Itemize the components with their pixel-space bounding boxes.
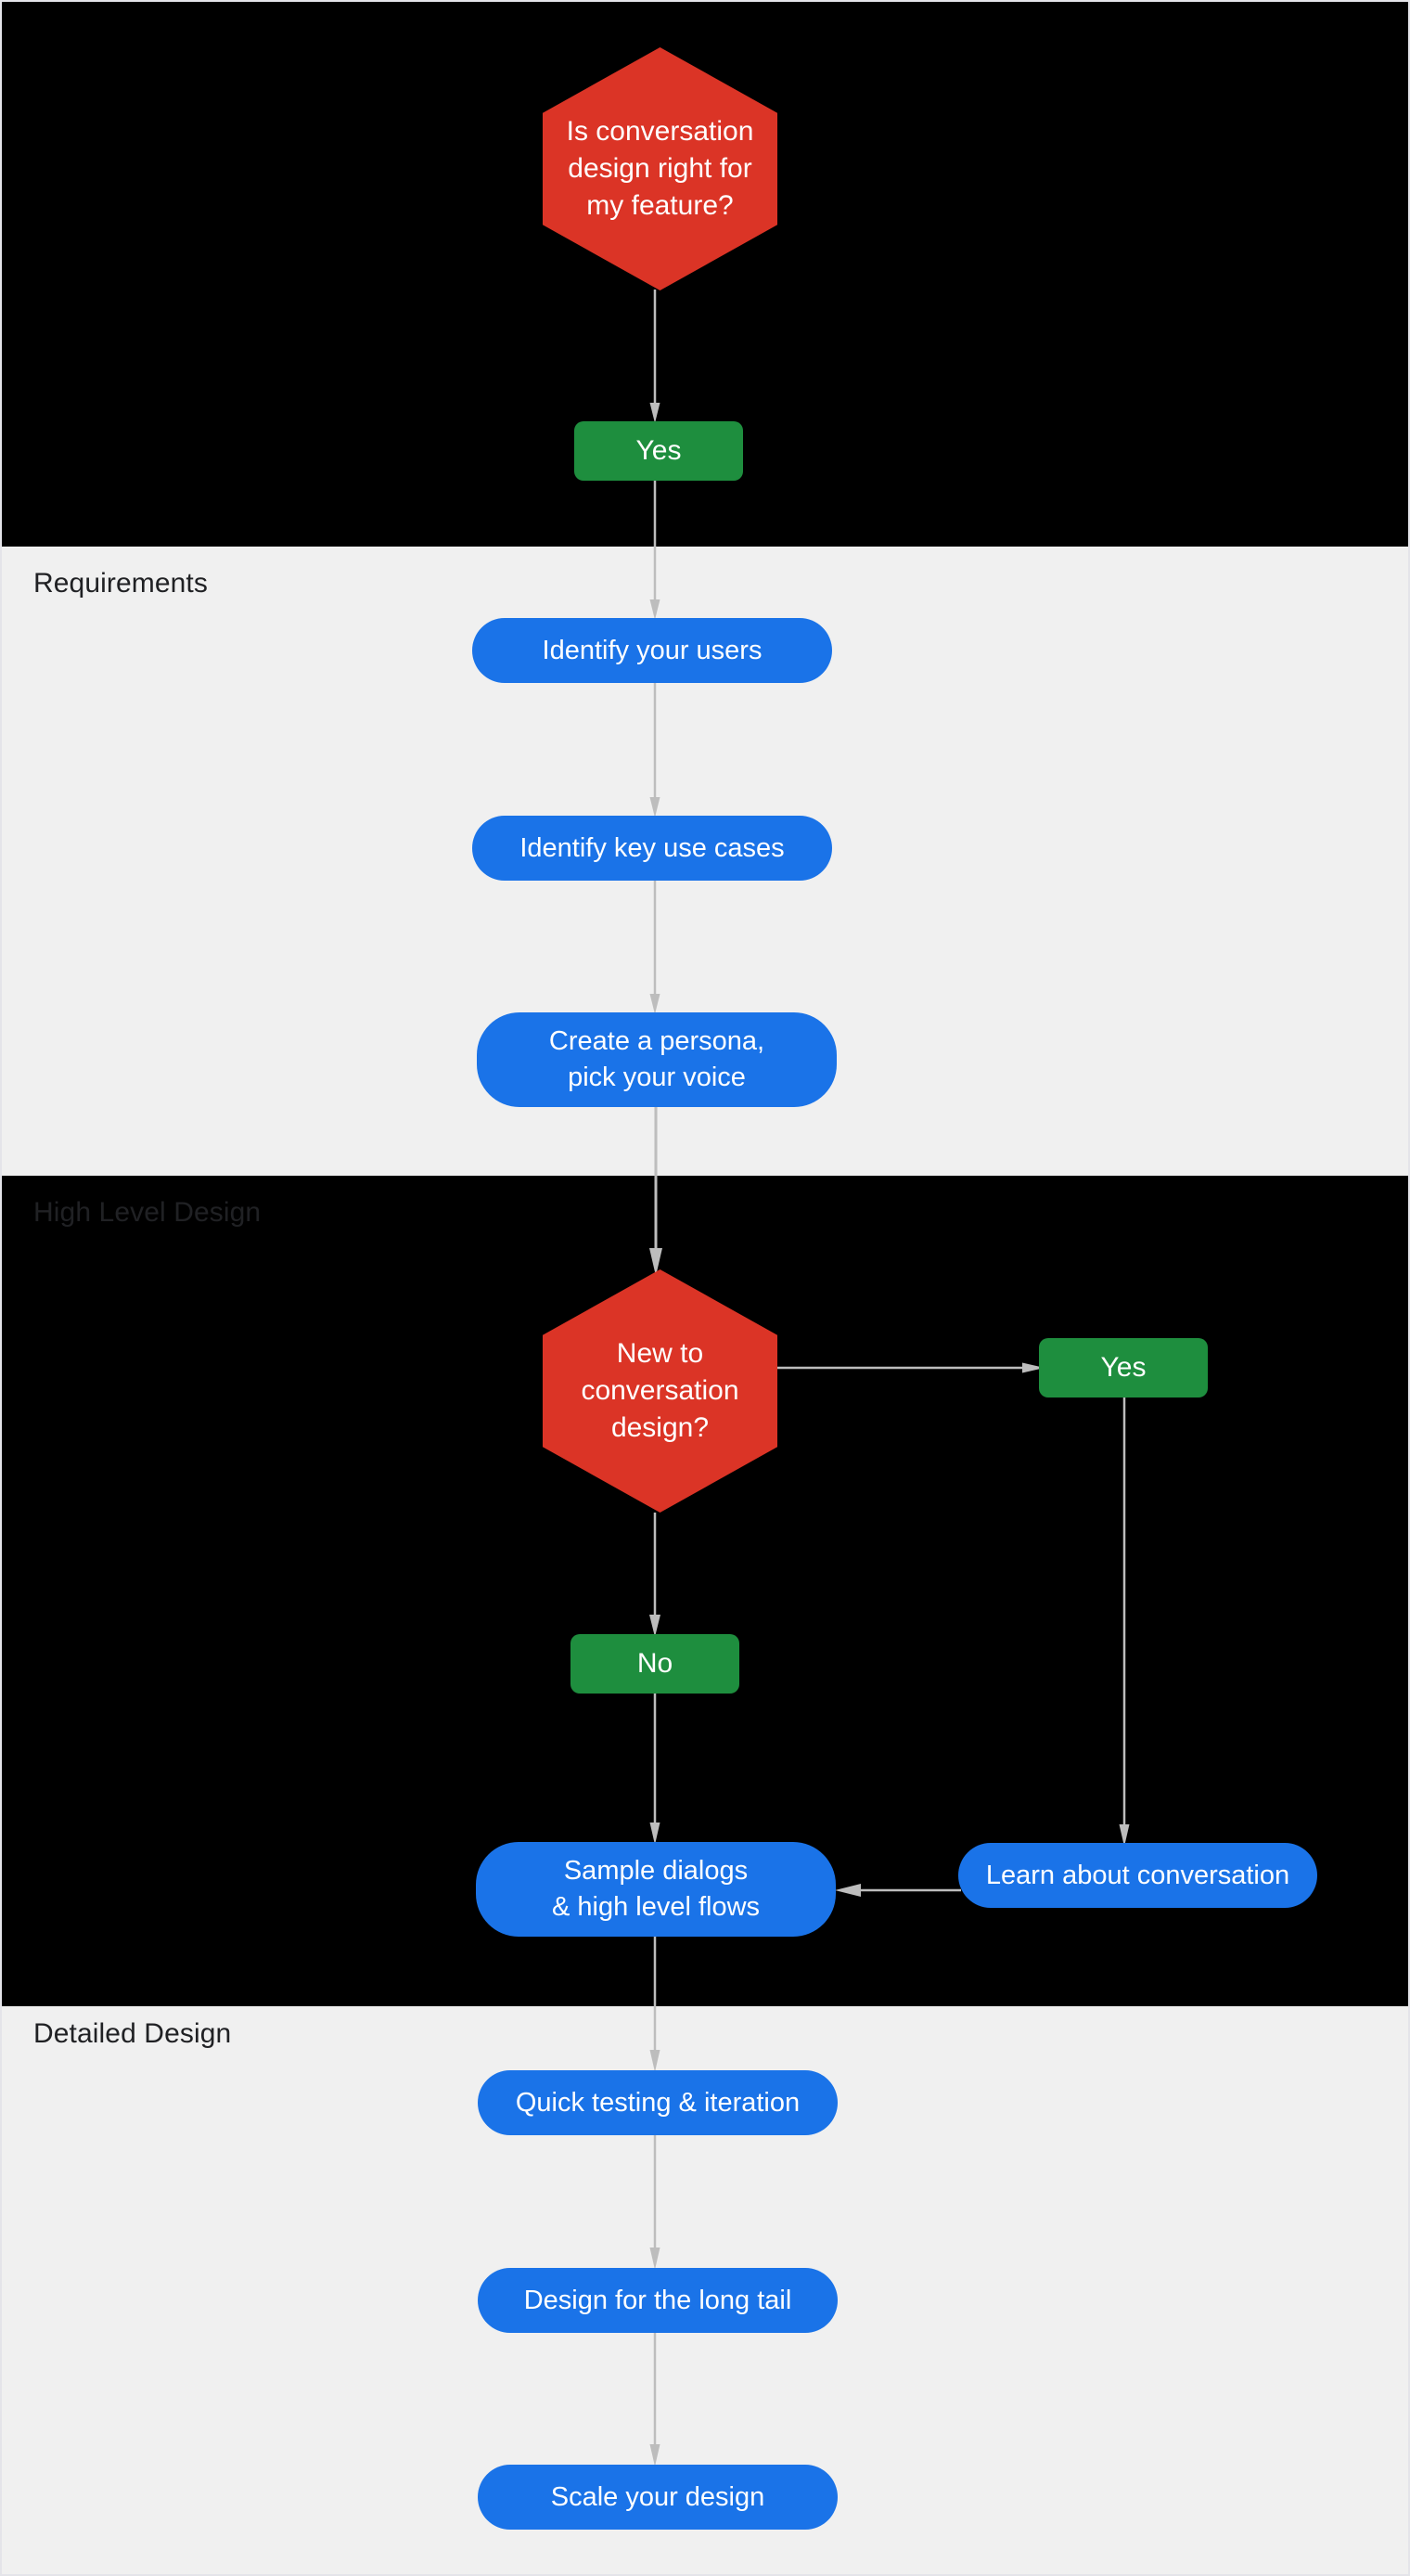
step-node-learn-about-conversation[interactable]: Learn about conversation: [958, 1843, 1317, 1908]
step-node-identify-key-use-cases[interactable]: Identify key use cases: [472, 816, 832, 881]
step-node-scale-your-design[interactable]: Scale your design: [478, 2465, 838, 2530]
step-node-create-persona-pick-voice[interactable]: Create a persona, pick your voice: [477, 1012, 837, 1107]
node-label: No: [636, 1647, 673, 1679]
step-node-identify-your-users[interactable]: Identify your users: [472, 618, 832, 683]
step-node-design-for-the-long-tail[interactable]: Design for the long tail: [478, 2268, 838, 2333]
node-label: Sample dialogs & high level flows: [551, 1856, 761, 1922]
node-label: Learn about conversation: [985, 1860, 1290, 1890]
node-label: Scale your design: [550, 2481, 765, 2512]
node-label: Identify key use cases: [519, 832, 785, 863]
node-label: Create a persona, pick your voice: [548, 1026, 765, 1092]
node-label: Is conversation design right for my feat…: [566, 115, 754, 222]
node-label: Quick testing & iteration: [515, 2087, 801, 2118]
answer-node-yes-middle[interactable]: Yes: [1039, 1338, 1208, 1397]
node-label: Identify your users: [542, 635, 763, 665]
answer-node-yes-top[interactable]: Yes: [574, 421, 743, 481]
band-label-high-level-design: High Level Design: [33, 1197, 262, 1228]
step-node-quick-testing-iteration[interactable]: Quick testing & iteration: [478, 2070, 838, 2135]
node-label: Design for the long tail: [523, 2285, 792, 2315]
node-label: New to conversation design?: [581, 1337, 739, 1444]
band-label-detailed-design: Detailed Design: [33, 2018, 232, 2049]
answer-node-no[interactable]: No: [570, 1634, 739, 1694]
node-label: Yes: [1100, 1351, 1147, 1383]
band-label-requirements: Requirements: [33, 568, 208, 599]
node-label: Yes: [635, 434, 682, 466]
step-node-sample-dialogs-high-level-flows[interactable]: Sample dialogs & high level flows: [476, 1842, 836, 1937]
